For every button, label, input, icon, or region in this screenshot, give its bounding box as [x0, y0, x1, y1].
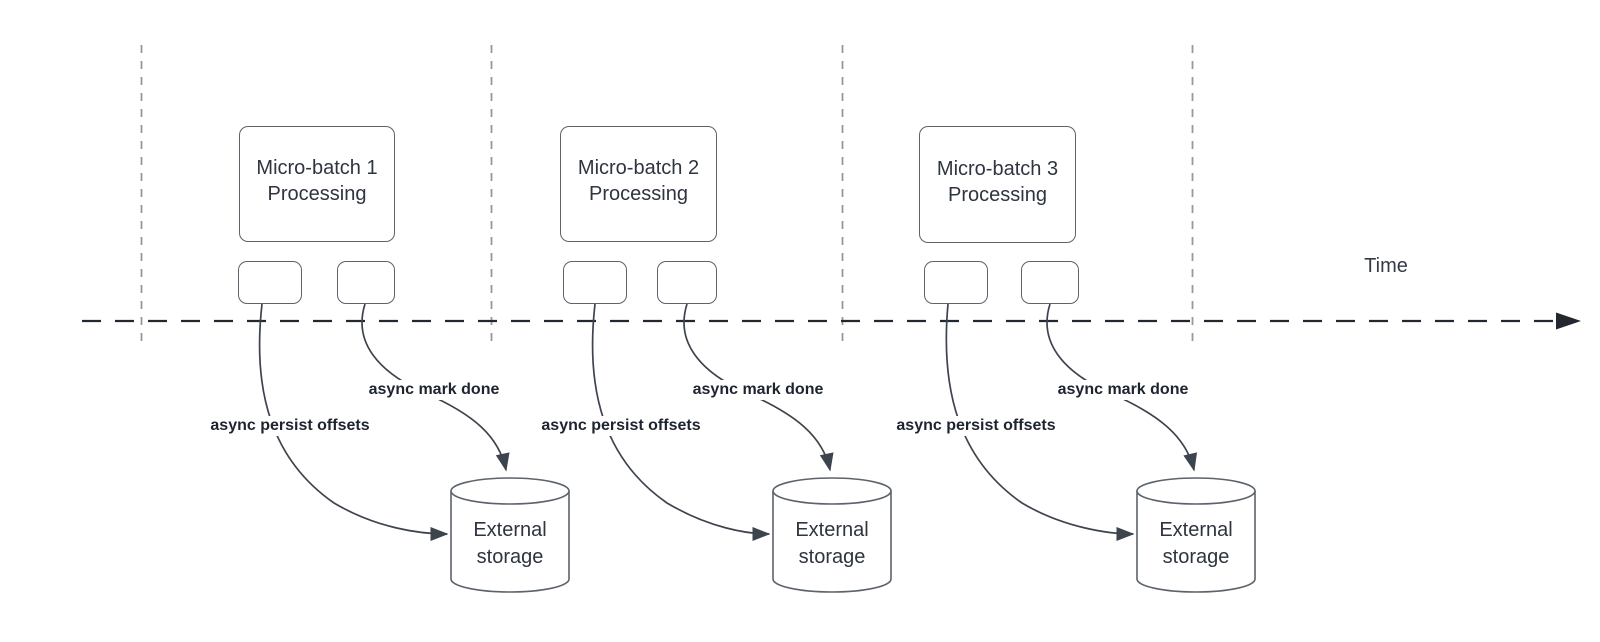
external-storage-cylinder-1: [450, 477, 570, 593]
mark-done-label-2: async mark done: [689, 380, 827, 400]
micro-batch-2-processing-box: Micro-batch 2 Processing: [560, 126, 717, 242]
micro-batch-1-task-box-left: [238, 261, 302, 304]
micro-batch-3-title: Micro-batch 3 Processing: [936, 157, 1059, 206]
persist-offsets-arrow-2: [591, 303, 771, 541]
micro-batch-3-processing-box: Micro-batch 3 Processing: [919, 126, 1076, 243]
external-storage-cylinder-2: [772, 477, 892, 593]
time-axis-label: Time: [1364, 255, 1408, 277]
mark-done-label-1: async mark done: [365, 380, 503, 400]
external-storage-label-2: External storage: [795, 519, 869, 568]
micro-batch-2-task-box-right: [657, 261, 717, 304]
persist-offsets-arrow-1: [258, 303, 449, 541]
micro-batch-2-title: Micro-batch 2 Processing: [577, 157, 700, 205]
time-axis-arrowhead-icon: [1556, 312, 1581, 330]
micro-batch-3-task-box-left: [924, 261, 988, 304]
micro-batch-1-processing-box: Micro-batch 1 Processing: [239, 126, 395, 242]
external-storage-label-1: External storage: [473, 519, 547, 568]
micro-batch-2-task-box-left: [563, 261, 627, 304]
persist-offsets-arrow-3: [945, 303, 1135, 541]
mark-done-label-3: async mark done: [1054, 380, 1192, 400]
external-storage-label-3: External storage: [1159, 519, 1233, 568]
persist-offsets-label-2: async persist offsets: [538, 416, 704, 436]
persist-offsets-label-1: async persist offsets: [207, 416, 373, 436]
persist-offsets-label-3: async persist offsets: [893, 416, 1059, 436]
micro-batch-1-task-box-right: [337, 261, 395, 304]
micro-batch-3-task-box-right: [1021, 261, 1079, 304]
micro-batch-1-title: Micro-batch 1 Processing: [256, 157, 378, 205]
external-storage-cylinder-3: [1136, 477, 1256, 593]
